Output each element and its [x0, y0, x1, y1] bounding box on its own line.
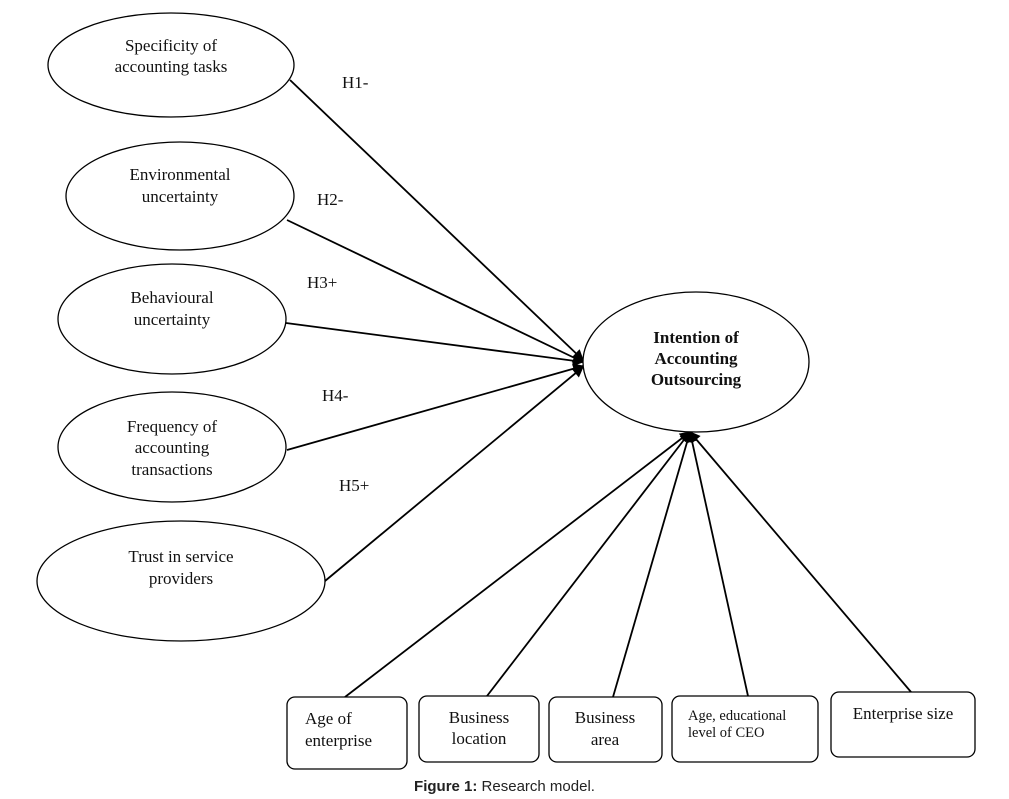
factor-frequency-line-2: accounting: [135, 438, 210, 457]
hypothesis-label-h4: H4-: [322, 386, 349, 405]
control-ceo-line-2: level of CEO: [688, 725, 765, 741]
control-business-area-line-2: area: [591, 730, 620, 749]
outcome-line-3: Outsourcing: [651, 370, 742, 389]
hypothesis-label-h1: H1-: [342, 73, 369, 92]
factor-specificity-line-1: Specificity of: [125, 36, 217, 55]
control-business-location-line-2: location: [452, 729, 507, 748]
control-enterprise-size-line-1: Enterprise size: [853, 704, 954, 723]
factor-trust: Trust in service providers: [36, 520, 326, 642]
outcome-line-2: Accounting: [654, 349, 738, 368]
control-edges: [344, 430, 912, 698]
edge-business-area: [612, 430, 693, 698]
hypothesis-label-h2: H2-: [317, 190, 344, 209]
figure-caption-text: Research model.: [477, 778, 595, 795]
control-business-location: Business location: [418, 695, 540, 763]
factor-specificity: Specificity of accounting tasks: [47, 12, 295, 118]
factor-trust-line-1: Trust in service: [128, 547, 233, 566]
factor-edges: [285, 79, 585, 582]
control-age-enterprise-line-2: enterprise: [305, 731, 372, 750]
factor-frequency-line-3: transactions: [131, 460, 212, 479]
control-ceo-line-1: Age, educational: [688, 708, 786, 724]
edge-business-location: [486, 431, 691, 697]
edge-h1: [289, 79, 584, 361]
control-business-area-line-1: Business: [575, 708, 635, 727]
figure-caption: Figure 1: Research model.: [0, 778, 1009, 795]
edge-enterprise-size: [689, 431, 912, 693]
hypothesis-labels: H1- H2- H3+ H4- H5+: [307, 73, 369, 495]
factor-environmental: Environmental uncertainty: [65, 141, 295, 251]
edge-h2: [286, 219, 584, 363]
research-model-diagram: Specificity of accounting tasks Environm…: [36, 12, 976, 770]
control-ceo: Age, educational level of CEO: [671, 695, 819, 763]
edge-h4: [286, 363, 585, 451]
edge-age-enterprise: [344, 431, 691, 698]
control-age-enterprise: Age of enterprise: [286, 696, 408, 770]
figure-caption-prefix: Figure 1:: [414, 778, 478, 795]
hypothesis-label-h3: H3+: [307, 273, 337, 292]
edge-h5: [324, 366, 584, 582]
factor-environmental-line-2: uncertainty: [142, 187, 219, 206]
control-age-enterprise-line-1: Age of: [305, 709, 352, 728]
control-business-location-line-1: Business: [449, 708, 509, 727]
factor-behavioural: Behavioural uncertainty: [57, 263, 287, 375]
outcome-line-1: Intention of: [653, 328, 739, 347]
factor-frequency-line-1: Frequency of: [127, 417, 218, 436]
edge-ceo: [686, 430, 749, 697]
edge-h3: [285, 322, 585, 367]
factor-behavioural-line-2: uncertainty: [134, 310, 211, 329]
hypothesis-label-h5: H5+: [339, 476, 369, 495]
factor-environmental-line-1: Environmental: [129, 165, 230, 184]
factor-behavioural-line-1: Behavioural: [130, 288, 213, 307]
control-business-area: Business area: [548, 696, 663, 763]
factor-specificity-line-2: accounting tasks: [115, 57, 228, 76]
factor-trust-line-2: providers: [149, 569, 213, 588]
factor-frequency: Frequency of accounting transactions: [57, 391, 287, 503]
control-enterprise-size: Enterprise size: [830, 691, 976, 758]
outcome-intention: Intention of Accounting Outsourcing: [582, 291, 810, 433]
